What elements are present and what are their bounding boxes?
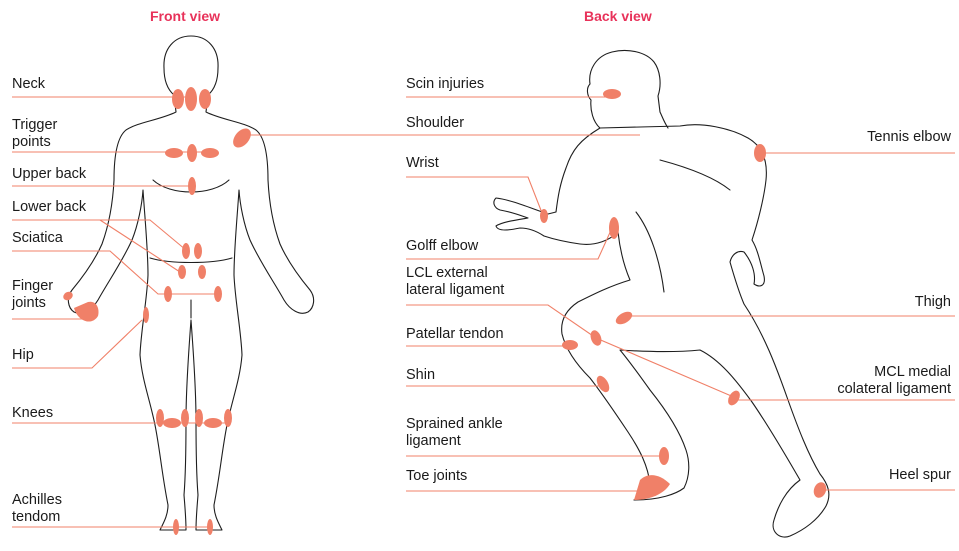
spot-finger-tip bbox=[62, 290, 75, 302]
spot-trigger-right bbox=[201, 148, 219, 158]
back-body-outline bbox=[494, 50, 829, 537]
spot-knee-6 bbox=[224, 409, 232, 427]
spot-lower-back-left bbox=[182, 243, 190, 259]
spot-patellar bbox=[562, 340, 578, 350]
spot-lower-back-right bbox=[194, 243, 202, 259]
spot-trigger-center bbox=[187, 144, 197, 162]
spot-neck-center bbox=[185, 87, 197, 111]
spot-knee-3 bbox=[181, 409, 189, 427]
spot-hip bbox=[143, 307, 149, 323]
spot-knee-5 bbox=[204, 418, 222, 428]
spot-knee-4 bbox=[195, 409, 203, 427]
injury-spots bbox=[62, 87, 829, 535]
spot-trigger-left bbox=[165, 148, 183, 158]
spot-lower-back-low-left bbox=[178, 265, 186, 279]
spot-thigh bbox=[614, 309, 635, 327]
spot-sciatica-left bbox=[164, 286, 172, 302]
leader-golf bbox=[406, 228, 612, 259]
spot-neck-right bbox=[199, 89, 211, 109]
spot-lower-back-low-right bbox=[198, 265, 206, 279]
spot-upper-back bbox=[188, 177, 196, 195]
leader-lower-back-1 bbox=[12, 220, 186, 250]
spot-mcl bbox=[726, 389, 743, 408]
leader-hip bbox=[12, 320, 142, 368]
spot-neck-left bbox=[172, 89, 184, 109]
spot-shin bbox=[594, 374, 612, 395]
spot-sciatica-right bbox=[214, 286, 222, 302]
spot-shoulder bbox=[230, 125, 255, 151]
spot-knee-1 bbox=[156, 409, 164, 427]
spot-skin bbox=[603, 89, 621, 99]
spot-tennis-elbow bbox=[754, 144, 766, 162]
leader-lower-back-2 bbox=[100, 220, 180, 272]
spot-ankle bbox=[659, 447, 669, 465]
spot-achilles-left bbox=[173, 519, 179, 535]
spot-achilles-right bbox=[207, 519, 213, 535]
spot-wrist bbox=[540, 209, 548, 223]
spot-golf-elbow bbox=[609, 217, 619, 239]
spot-knee-2 bbox=[163, 418, 181, 428]
spot-lcl bbox=[589, 329, 604, 347]
leader-wrist bbox=[406, 177, 544, 218]
